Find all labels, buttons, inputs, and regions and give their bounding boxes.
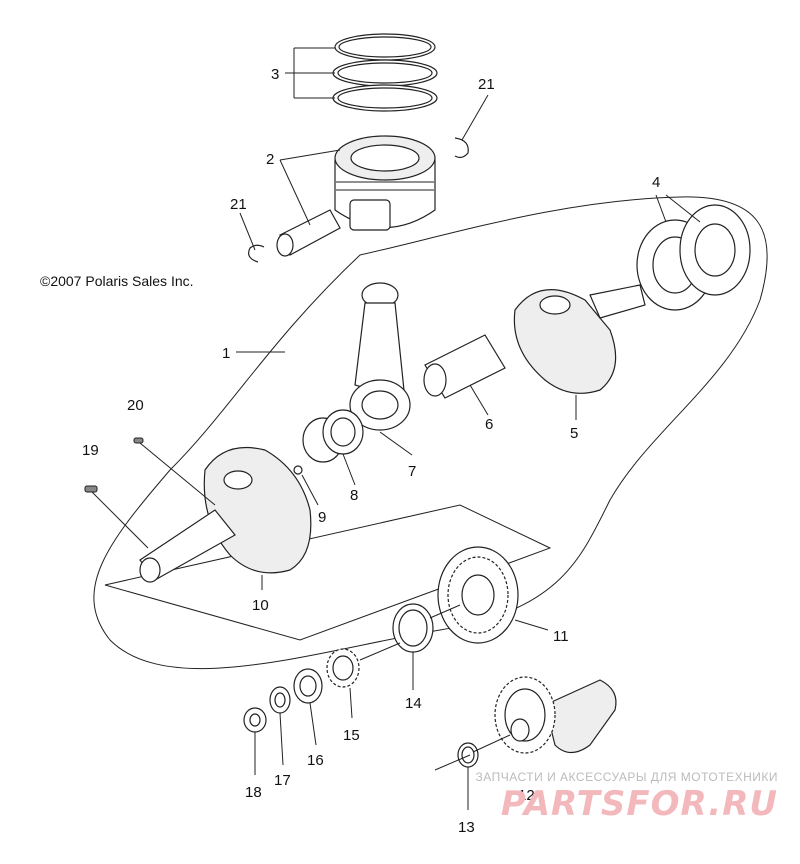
callout-20: 20 xyxy=(127,397,144,414)
callout-10: 10 xyxy=(252,597,269,614)
snap-ring xyxy=(457,742,479,768)
assembly-outline xyxy=(93,196,768,670)
callout-8: 8 xyxy=(350,487,358,504)
callout-12: 12 xyxy=(518,787,535,804)
crank-gear xyxy=(437,546,519,644)
lock-nut xyxy=(293,668,323,704)
watermark-logo: PARTSFOR.RU xyxy=(500,784,778,824)
callout-14: 14 xyxy=(405,695,422,712)
thrust-washer xyxy=(392,603,434,653)
crank-pin xyxy=(423,334,506,399)
ball xyxy=(293,465,303,475)
watermark: ЗАПЧАСТИ И АКСЕССУАРЫ ДЛЯ МОТОТЕХНИКИ PA… xyxy=(476,770,778,824)
callout-15: 15 xyxy=(343,727,360,744)
piston xyxy=(334,135,436,231)
callout-4: 4 xyxy=(652,174,660,191)
callout-16: 16 xyxy=(307,752,324,769)
callout-5: 5 xyxy=(570,425,578,442)
balance-shaft xyxy=(494,676,617,754)
callout-11: 11 xyxy=(553,628,569,645)
watermark-tagline: ЗАПЧАСТИ И АКСЕССУАРЫ ДЛЯ МОТОТЕХНИКИ xyxy=(475,770,778,784)
callout-17: 17 xyxy=(274,772,291,789)
callout-19: 19 xyxy=(82,442,99,459)
leader-lines xyxy=(91,47,701,810)
callout-21-right: 21 xyxy=(478,76,495,93)
callout-13: 13 xyxy=(458,819,475,836)
callout-9: 9 xyxy=(318,509,326,526)
needle-bearing xyxy=(302,409,364,463)
callout-3: 3 xyxy=(271,66,279,83)
callout-1: 1 xyxy=(222,345,230,362)
callout-18: 18 xyxy=(245,784,262,801)
piston-rings xyxy=(332,33,438,112)
circlip-right xyxy=(454,137,469,159)
main-bearings xyxy=(636,204,751,311)
callout-2: 2 xyxy=(266,151,274,168)
crankshaft-half-right xyxy=(513,284,646,394)
nut-18 xyxy=(243,707,267,733)
sprocket-gear xyxy=(326,648,360,688)
crankshaft-half-left xyxy=(139,446,312,583)
callout-21-left: 21 xyxy=(230,196,247,213)
copyright-text: ©2007 Polaris Sales Inc. xyxy=(40,273,194,289)
piston-pin xyxy=(276,209,341,257)
callout-7: 7 xyxy=(408,463,416,480)
connecting-rod xyxy=(349,282,411,431)
woodruff-key-19 xyxy=(84,485,98,493)
woodruff-key-20 xyxy=(133,437,144,444)
circlip-left xyxy=(248,244,265,263)
callout-6: 6 xyxy=(485,416,493,433)
crank-subassembly-box xyxy=(104,504,552,641)
washer-17 xyxy=(269,686,291,714)
